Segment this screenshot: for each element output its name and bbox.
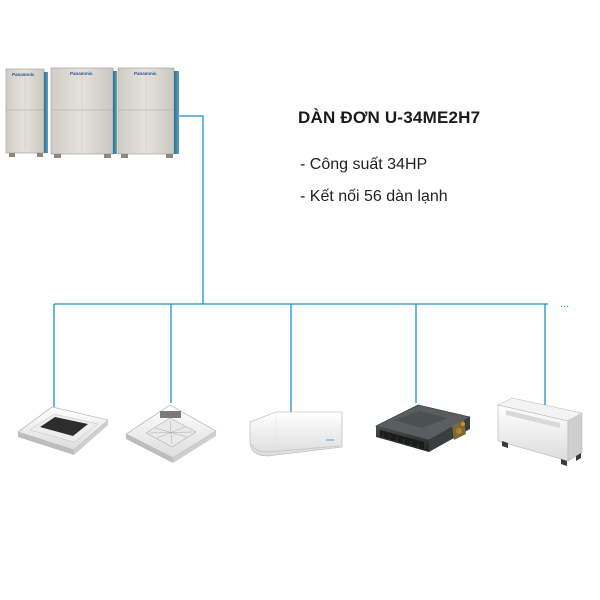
indoor-unit-floor-standing xyxy=(497,397,583,466)
outdoor-unit-group: Panasonic Panasonic Panasonic xyxy=(5,67,179,158)
outdoor-brand-logo-3: Panasonic xyxy=(134,71,157,76)
spec-capacity: - Công suất 34HP xyxy=(300,156,428,173)
outdoor-unit-1: Panasonic xyxy=(5,68,48,157)
outdoor-unit-2: Panasonic xyxy=(50,67,117,158)
indoor-unit-1way-cassette xyxy=(17,406,109,455)
spec-connections: - Kết nối 56 dàn lạnh xyxy=(300,188,448,205)
outdoor-brand-logo-2: Panasonic xyxy=(70,71,93,76)
outdoor-unit-3: Panasonic xyxy=(117,67,179,158)
pipe-outdoor-out xyxy=(178,115,204,304)
diagram-title: DÀN ĐƠN U-34ME2H7 xyxy=(298,108,481,127)
outdoor-brand-logo-1: Panasonic xyxy=(12,72,35,77)
continuation-dots: ... xyxy=(560,298,569,310)
indoor-unit-ducted xyxy=(375,404,471,452)
pipe-network xyxy=(53,115,548,413)
indoor-unit-4way-cassette xyxy=(125,404,217,463)
indoor-unit-wall-mounted xyxy=(249,411,343,457)
